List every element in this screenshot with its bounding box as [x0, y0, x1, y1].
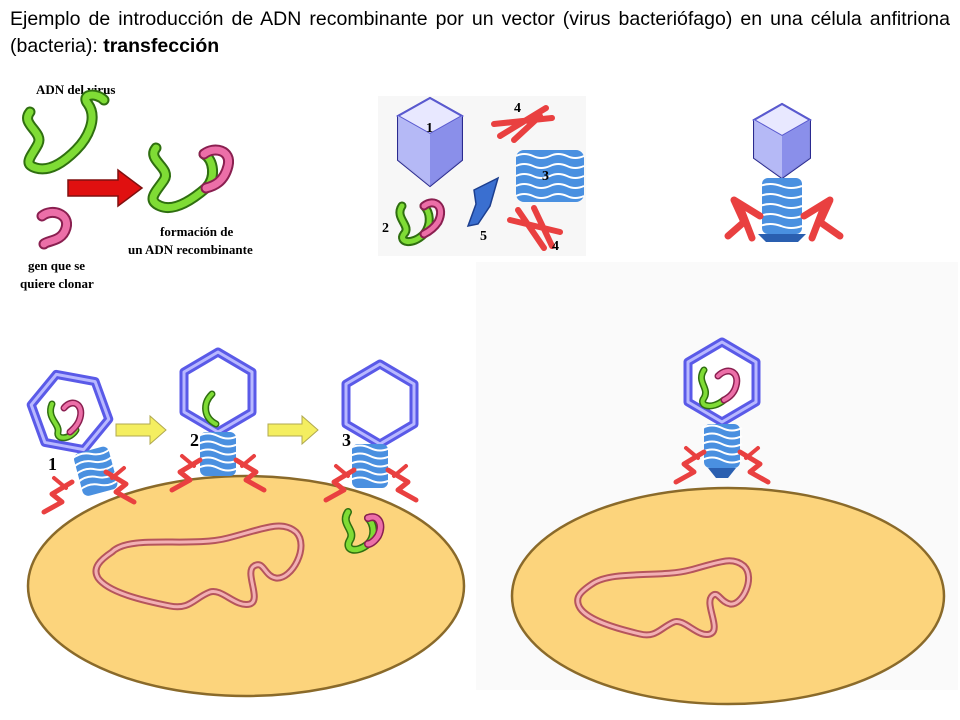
baseplate-part	[466, 176, 500, 227]
assembled-phage	[724, 102, 844, 242]
phage-step-2	[172, 352, 264, 490]
tail-fiber-part-bottom	[507, 205, 563, 251]
part-label-5: 5	[480, 229, 487, 244]
gene-label-line2: quiere clonar	[20, 276, 94, 291]
yellow-arrow-1	[115, 414, 167, 446]
step-label-3: 3	[342, 430, 351, 450]
tail-fiber-part-top	[491, 105, 555, 143]
tail-sheath-part	[515, 150, 585, 202]
result-label-line2: un ADN recombinante	[128, 242, 253, 257]
gene-label-line1: gen que se	[28, 258, 85, 273]
red-arrow	[67, 168, 144, 208]
part-label-4a: 4	[514, 101, 521, 116]
phage-step-1	[24, 363, 134, 512]
phage-parts-panel: 1 4 3 2 5 4	[378, 96, 586, 256]
step-label-2: 2	[190, 430, 199, 450]
bacterium-cell-right	[510, 486, 946, 706]
title-text: Ejemplo de introducción de ADN recombina…	[10, 8, 950, 57]
infection-panel-right	[476, 262, 958, 706]
dna-part	[395, 198, 446, 246]
infection-panel-left: 1 2 3	[22, 336, 466, 698]
recombinant-panel: ADN del virus gen que se quiere clonar f…	[20, 82, 253, 291]
step-label-1: 1	[48, 454, 57, 474]
part-label-1: 1	[426, 121, 433, 136]
capsid-part	[395, 96, 465, 188]
title-bold-term: transfección	[103, 35, 220, 57]
injected-dna	[341, 508, 385, 554]
part-label-4b: 4	[552, 239, 559, 254]
phage-attached	[676, 342, 768, 482]
bacterium-cell-left	[26, 474, 466, 698]
part-label-3: 3	[542, 169, 549, 184]
page-title: Ejemplo de introducción de ADN recombina…	[10, 6, 950, 60]
part-label-2: 2	[382, 221, 389, 236]
result-label-line1: formación de	[160, 224, 234, 239]
yellow-arrow-2	[267, 414, 319, 446]
